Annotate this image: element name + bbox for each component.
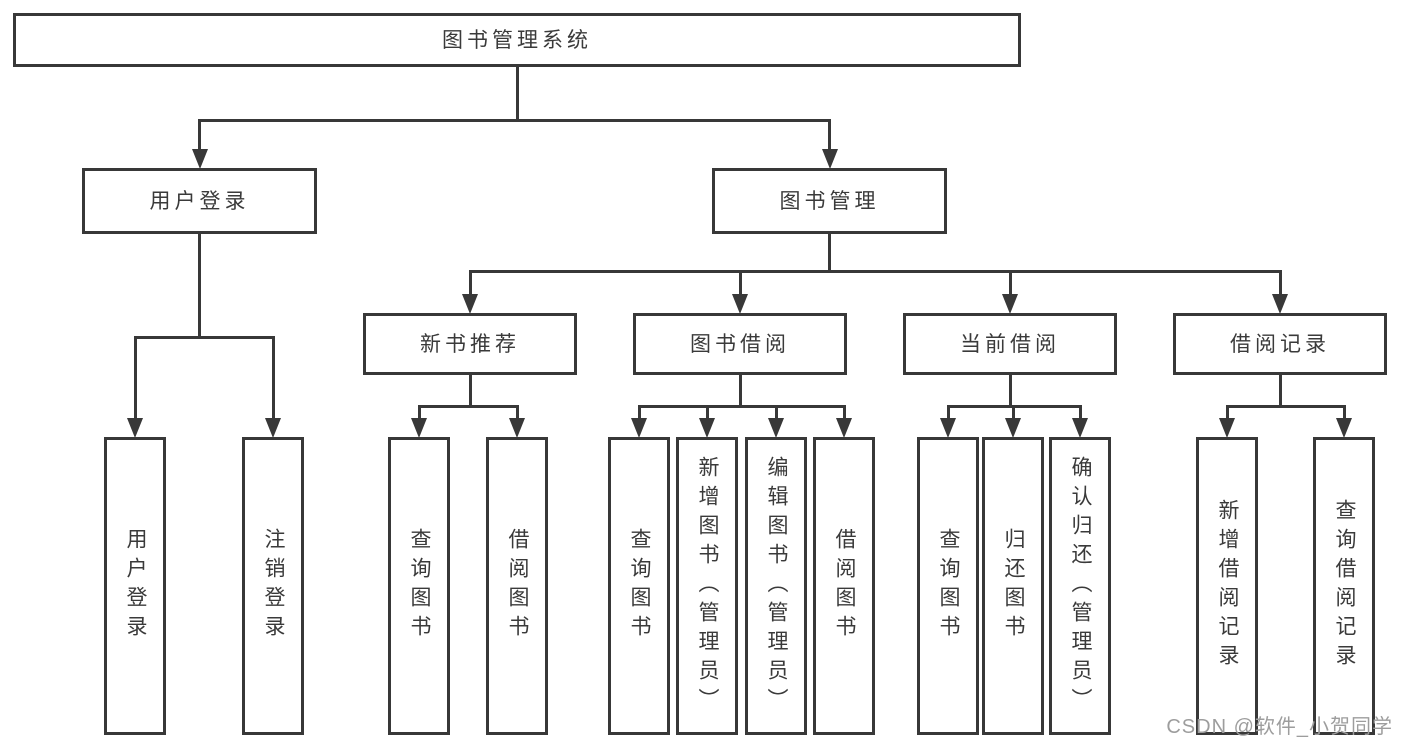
connector-line — [637, 404, 641, 419]
connector-line — [842, 404, 846, 419]
node-book-management: 图书管理 — [712, 168, 947, 234]
connector-line — [1011, 404, 1015, 419]
connector-line — [774, 404, 778, 419]
node-leaf-return-book: 归还图书 — [982, 437, 1044, 735]
connector-line — [133, 335, 137, 419]
connector-line — [198, 118, 831, 122]
node-label: 查询图书 — [408, 528, 432, 644]
connector-line — [1278, 269, 1282, 295]
node-label: 新增图书（管理员） — [696, 455, 720, 717]
node-borrowing-records: 借阅记录 — [1173, 313, 1387, 375]
node-leaf-user-login: 用户登录 — [104, 437, 166, 735]
node-leaf-logout: 注销登录 — [242, 437, 304, 735]
node-book-borrowing: 图书借阅 — [633, 313, 847, 375]
connector-line — [1008, 375, 1012, 408]
connector-line — [271, 335, 275, 419]
arrowhead-icon — [836, 418, 852, 438]
node-current-borrowing: 当前借阅 — [903, 313, 1117, 375]
node-label: 借阅图书 — [506, 528, 530, 644]
node-leaf-query-books-b: 查询图书 — [608, 437, 670, 735]
node-label: 查询图书 — [628, 528, 652, 644]
connector-line — [1078, 404, 1082, 419]
connector-line — [417, 404, 421, 419]
node-label: 图书借阅 — [690, 332, 790, 356]
node-label: 确认归还（管理员） — [1069, 455, 1093, 717]
arrowhead-icon — [191, 149, 208, 169]
connector-line — [1225, 404, 1229, 419]
node-leaf-confirm-return: 确认归还（管理员） — [1049, 437, 1111, 735]
arrowhead-icon — [1219, 418, 1235, 438]
node-label: 借阅记录 — [1230, 332, 1330, 356]
connector-line — [946, 404, 950, 419]
arrowhead-icon — [1072, 418, 1088, 438]
node-leaf-edit-book: 编辑图书（管理员） — [745, 437, 807, 735]
node-leaf-add-book: 新增图书（管理员） — [676, 437, 738, 735]
node-new-book-recommend: 新书推荐 — [363, 313, 577, 375]
node-label: 查询借阅记录 — [1333, 499, 1357, 673]
connector-line — [468, 375, 472, 408]
connector-line — [1278, 375, 1282, 408]
arrowhead-icon — [940, 418, 956, 438]
connector-line — [828, 118, 831, 150]
node-label: 用户登录 — [149, 189, 250, 213]
connector-line — [468, 269, 1282, 273]
node-leaf-query-books-a: 查询图书 — [388, 437, 450, 735]
arrowhead-icon — [509, 418, 525, 438]
arrowhead-icon — [127, 418, 143, 438]
node-user-login: 用户登录 — [82, 168, 317, 234]
connector-line — [417, 404, 519, 408]
arrowhead-icon — [1272, 294, 1288, 314]
connector-line — [828, 234, 831, 273]
connector-line — [468, 269, 472, 295]
arrowhead-icon — [732, 294, 748, 314]
node-leaf-borrow-books-b: 借阅图书 — [813, 437, 875, 735]
node-label: 编辑图书（管理员） — [765, 455, 789, 717]
arrowhead-icon — [1336, 418, 1352, 438]
node-leaf-query-books-c: 查询图书 — [917, 437, 979, 735]
arrowhead-icon — [1002, 294, 1018, 314]
connector-line — [198, 234, 201, 339]
arrowhead-icon — [631, 418, 647, 438]
node-label: 用户登录 — [124, 528, 148, 644]
node-label: 借阅图书 — [833, 528, 857, 644]
arrowhead-icon — [462, 294, 478, 314]
connector-line — [1008, 269, 1012, 295]
node-label: 图书管理 — [779, 189, 880, 213]
arrowhead-icon — [265, 418, 281, 438]
node-leaf-query-record: 查询借阅记录 — [1313, 437, 1375, 735]
node-label: 归还图书 — [1002, 528, 1026, 644]
node-label: 新书推荐 — [420, 332, 520, 356]
node-label: 图书管理系统 — [442, 28, 592, 52]
node-root: 图书管理系统 — [13, 13, 1021, 67]
connector-line — [198, 118, 201, 150]
node-label: 新增借阅记录 — [1216, 499, 1240, 673]
connector-line — [515, 404, 519, 419]
connector-line — [1225, 404, 1346, 408]
connector-line — [705, 404, 709, 419]
arrowhead-icon — [768, 418, 784, 438]
node-leaf-add-record: 新增借阅记录 — [1196, 437, 1258, 735]
connector-line — [515, 67, 519, 122]
connector-line — [637, 404, 846, 408]
node-leaf-borrow-books-a: 借阅图书 — [486, 437, 548, 735]
node-label: 查询图书 — [937, 528, 961, 644]
csdn-watermark: CSDN @软件_小贺同学 — [1166, 716, 1393, 738]
node-label: 当前借阅 — [960, 332, 1060, 356]
arrowhead-icon — [821, 149, 838, 169]
connector-line — [738, 269, 742, 295]
arrowhead-icon — [699, 418, 715, 438]
arrowhead-icon — [411, 418, 427, 438]
connector-line — [133, 335, 275, 339]
connector-line — [1342, 404, 1346, 419]
node-label: 注销登录 — [262, 528, 286, 644]
arrowhead-icon — [1005, 418, 1021, 438]
connector-line — [738, 375, 742, 408]
